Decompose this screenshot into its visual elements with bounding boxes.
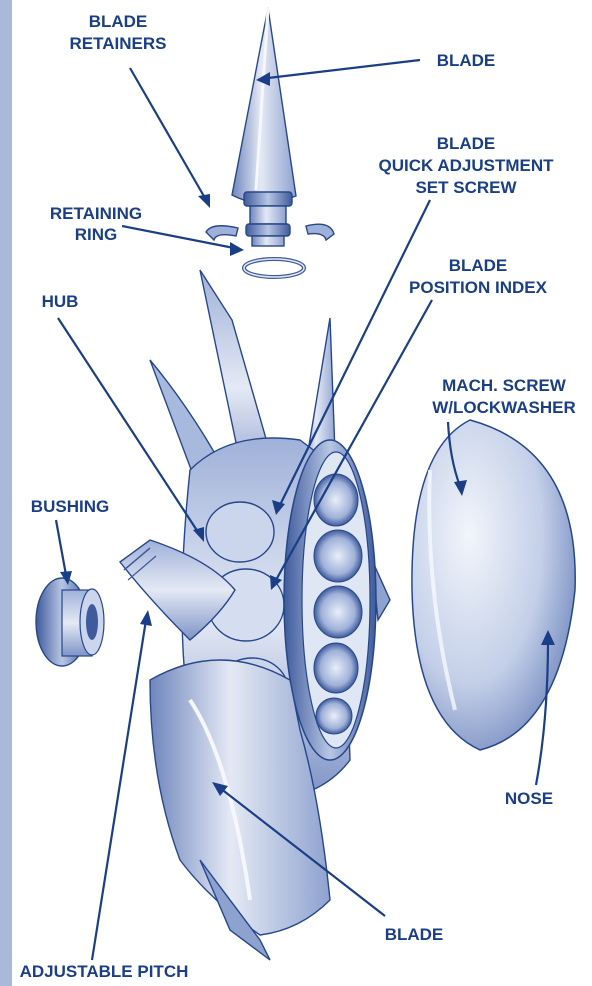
label-quick-adjust-line1: BLADE	[437, 134, 496, 153]
bushing	[36, 578, 104, 666]
label-quick-adjust-line2: QUICK ADJUSTMENT	[378, 156, 554, 175]
label-retaining-ring-line2: RING	[75, 225, 118, 244]
label-blade-top: BLADE	[437, 51, 496, 70]
label-quick-adjust-line3: SET SCREW	[415, 178, 517, 197]
label-blade-retainers-line1: BLADE	[89, 12, 148, 31]
label-nose: NOSE	[505, 789, 553, 808]
retaining-ring	[244, 259, 304, 277]
label-retaining-ring-line1: RETAINING	[50, 204, 142, 223]
left-border-band	[0, 0, 12, 986]
label-blade-bottom: BLADE	[385, 925, 444, 944]
nose-cone	[412, 420, 575, 750]
label-hub: HUB	[42, 292, 79, 311]
label-mach-screw-line1: MACH. SCREW	[442, 376, 567, 395]
top-blade	[232, 8, 296, 203]
label-position-index-line1: BLADE	[449, 256, 508, 275]
label-adjustable-pitch: ADJUSTABLE PITCH	[20, 962, 189, 981]
label-position-index-line2: POSITION INDEX	[409, 278, 548, 297]
label-mach-screw-line2: W/LOCKWASHER	[432, 398, 576, 417]
label-bushing: BUSHING	[31, 497, 109, 516]
blade-shank	[244, 192, 292, 246]
label-blade-retainers-line2: RETAINERS	[70, 34, 167, 53]
